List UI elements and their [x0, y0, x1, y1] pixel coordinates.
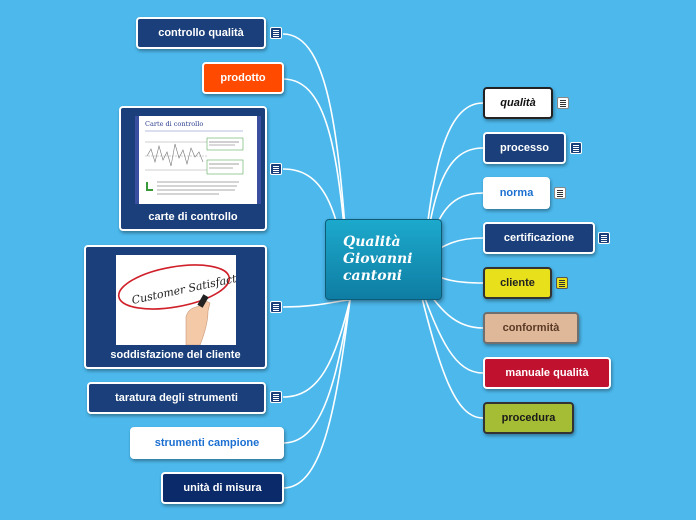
control-chart-image: Carte di controllo	[135, 116, 261, 204]
topic-label: qualità	[500, 97, 536, 109]
topic-label: manuale qualità	[505, 367, 589, 379]
thumb-title: Carte di controllo	[145, 120, 203, 128]
topic-label: prodotto	[220, 72, 266, 84]
topic-soddisfazione-cliente[interactable]: Customer Satisfaction soddisfazione del …	[84, 245, 267, 369]
topic-label: cliente	[500, 277, 535, 289]
topic-strumenti-campione[interactable]: strumenti campione	[130, 427, 284, 459]
topic-label: soddisfazione del cliente	[110, 349, 241, 361]
topic-label: strumenti campione	[154, 437, 260, 449]
note-icon[interactable]	[270, 301, 282, 313]
link-soddisfazione	[282, 299, 351, 308]
topic-manuale-qualita[interactable]: manuale qualità	[483, 357, 611, 389]
topic-procedura[interactable]: procedura	[483, 402, 574, 434]
note-icon[interactable]	[598, 232, 610, 244]
topic-cliente[interactable]: cliente	[483, 267, 552, 299]
control-chart-graphic: Carte di controllo	[145, 120, 244, 195]
topic-taratura-strumenti[interactable]: taratura degli strumenti	[87, 382, 266, 414]
link-taratura	[282, 299, 351, 398]
note-icon[interactable]	[554, 187, 566, 199]
topic-qualita[interactable]: qualità	[483, 87, 553, 119]
topic-carte-di-controllo[interactable]: Carte di controllo carte di controllo	[119, 106, 267, 231]
topic-prodotto[interactable]: prodotto	[202, 62, 284, 94]
topic-processo[interactable]: processo	[483, 132, 566, 164]
topic-label: carte di controllo	[148, 211, 238, 223]
note-icon[interactable]	[557, 97, 569, 109]
link-procedura	[419, 289, 484, 419]
note-icon[interactable]	[270, 163, 282, 175]
topic-label: unità di misura	[183, 482, 262, 494]
note-icon[interactable]	[570, 142, 582, 154]
topic-certificazione[interactable]: certificazione	[483, 222, 595, 254]
central-topic[interactable]: Qualità Giovanni cantoni	[325, 219, 442, 300]
topic-unita-di-misura[interactable]: unità di misura	[161, 472, 284, 504]
link-manuale	[419, 284, 484, 374]
topic-controllo-qualita[interactable]: controllo qualità	[136, 17, 266, 49]
customer-satisfaction-graphic: Customer Satisfaction	[117, 264, 236, 345]
customer-satisfaction-image: Customer Satisfaction	[116, 255, 236, 345]
note-icon[interactable]	[270, 27, 282, 39]
link-strumenti	[282, 299, 351, 444]
topic-label: controllo qualità	[158, 27, 244, 39]
topic-label: procedura	[501, 412, 556, 424]
note-icon[interactable]	[270, 391, 282, 403]
link-unita	[282, 299, 351, 489]
topic-label: conformità	[502, 322, 560, 334]
topic-label: norma	[499, 187, 534, 199]
topic-label: processo	[500, 142, 549, 154]
topic-label: certificazione	[503, 232, 575, 244]
note-icon[interactable]	[556, 277, 568, 289]
topic-norma[interactable]: norma	[483, 177, 550, 209]
topic-label: taratura degli strumenti	[115, 392, 238, 404]
topic-conformita[interactable]: conformità	[483, 312, 579, 344]
